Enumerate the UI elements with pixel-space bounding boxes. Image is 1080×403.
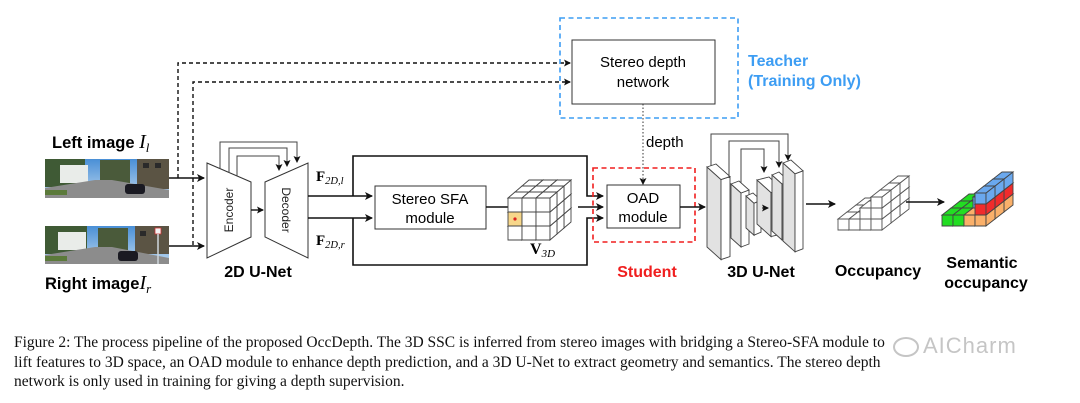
- feature-left-label: F2D,l: [316, 169, 344, 187]
- left-image-thumbnail: [45, 159, 169, 198]
- unet-2d-title: 2D U-Net: [224, 264, 292, 281]
- oad-module: [606, 184, 681, 229]
- figure-caption: Figure 2: The process pipeline of the pr…: [14, 333, 1074, 392]
- teacher-region: [559, 17, 739, 119]
- semantic-label-line2: occupancy: [944, 275, 1028, 292]
- semantic-label-line1: Semantic: [946, 255, 1017, 272]
- pipeline-diagram: Left image Il Right imageIr: [45, 17, 1028, 296]
- occupancy-voxel: [869, 189, 893, 209]
- unet3d-layer: [706, 163, 731, 261]
- feature-right-label: F2D,r: [316, 233, 346, 251]
- teacher-input-right-dashed: [192, 78, 571, 245]
- decoder-label: Decoder: [279, 187, 293, 232]
- right-image-thumbnail: [45, 226, 169, 264]
- decoder-block: [264, 162, 309, 259]
- volume-label: V3D: [530, 241, 555, 260]
- unet3d-layer: [730, 180, 750, 249]
- caption-line-3: network is only used in training for giv…: [14, 373, 405, 390]
- unet-3d-title: 3D U-Net: [727, 264, 795, 281]
- depth-label: depth: [646, 134, 684, 151]
- stereo-depth-network: [571, 39, 716, 105]
- stereo-sfa-module: [374, 185, 487, 230]
- teacher-label-line1: Teacher: [748, 53, 808, 70]
- voxel-point: [513, 217, 517, 221]
- teacher-input-left-dashed: [177, 59, 571, 178]
- encoder-label: Encoder: [222, 188, 236, 233]
- oad-module-line1: OAD: [627, 190, 660, 207]
- semantic-occupancy-voxels: [940, 171, 1015, 227]
- stereo-sfa-label-line2: module: [405, 210, 454, 227]
- caption-line-1: Figure 2: The process pipeline of the pr…: [14, 334, 885, 351]
- voxel-volume-cube: [506, 179, 573, 241]
- teacher-label-line2: (Training Only): [748, 73, 861, 90]
- unet-3d: 3D U-Net: [706, 133, 804, 281]
- voxel: [534, 191, 559, 213]
- student-region: [592, 167, 696, 243]
- occupancy-label: Occupancy: [835, 263, 921, 280]
- encoder-block: [206, 162, 252, 259]
- watermark: AICharm: [893, 333, 1017, 359]
- stereo-depth-network-line2: network: [617, 74, 670, 91]
- oad-module-line2: module: [618, 209, 667, 226]
- watermark-text: AICharm: [923, 333, 1017, 358]
- occupancy-voxels: [836, 175, 911, 231]
- left-image-label: Left image Il: [52, 131, 150, 155]
- student-label: Student: [617, 264, 677, 281]
- unet-2d: Encoder Decoder 2D U-Net: [206, 141, 309, 281]
- stereo-depth-network-line1: Stereo depth: [600, 54, 686, 71]
- chat-bubble-icon: [893, 337, 919, 358]
- semantic-voxel: [973, 185, 997, 205]
- caption-line-2: lift features to 3D space, an OAD module…: [14, 353, 881, 371]
- right-image-label: Right imageIr: [45, 272, 152, 296]
- stereo-sfa-label-line1: Stereo SFA: [392, 191, 469, 208]
- unet3d-layer: [782, 159, 804, 253]
